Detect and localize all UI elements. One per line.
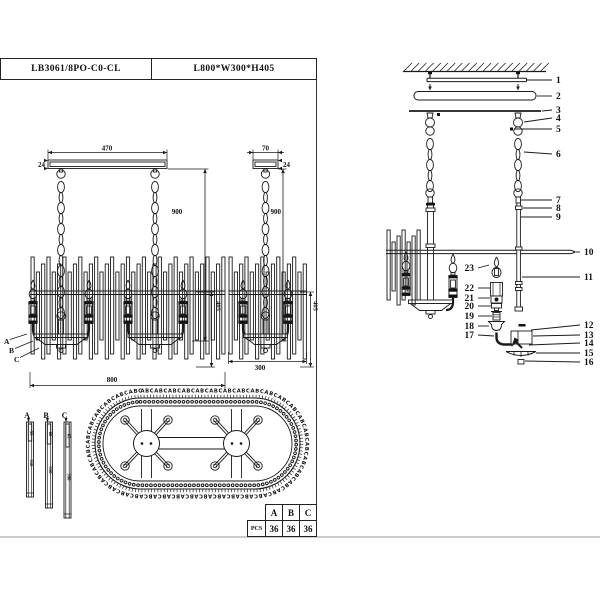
front-rod-label-c: C [14, 355, 19, 364]
part-label-13: 13 [584, 331, 594, 341]
rod-a-top-dim: 55 [29, 431, 34, 436]
model-number-cell: LB3061/8PO-C0-CL [0, 59, 152, 79]
pcs-row-label: PCS [247, 520, 266, 537]
pcs-col-c: C [299, 504, 317, 521]
part-label-7: 7 [556, 196, 561, 206]
part-label-15: 15 [584, 349, 594, 359]
pcs-col-a: A [265, 504, 283, 521]
side-body-height-dim: 405 [312, 301, 319, 312]
rod-detail-views [26, 418, 72, 519]
part-label-4: 4 [556, 114, 561, 124]
side-view [228, 149, 314, 368]
part-label-3: 3 [556, 106, 561, 116]
title-block: LB3061/8PO-C0-CL L800*W300*H405 [0, 58, 317, 80]
part-label-1: 1 [556, 76, 561, 86]
rod-c-length-dim: 390 [67, 474, 72, 482]
side-chain-drop-dim: 900 [271, 208, 282, 216]
top-plan-view [91, 394, 304, 493]
sheet-rules [0, 58, 600, 538]
part-label-21: 21 [465, 294, 475, 304]
front-rod-label-b: B [9, 346, 14, 355]
front-chain-drop-dim: 900 [172, 208, 183, 216]
pcs-col-b: B [282, 504, 300, 521]
side-canopy-width-dim: 70 [262, 145, 270, 153]
part-label-23: 23 [465, 264, 475, 274]
rod-b-top-dim: 60 [48, 432, 53, 437]
part-label-2: 2 [556, 92, 561, 102]
pcs-value-c: 36 [299, 520, 317, 537]
part-label-8: 8 [556, 204, 561, 214]
part-label-18: 18 [465, 322, 475, 332]
part-label-6: 6 [556, 150, 561, 160]
front-total-width-dim: 800 [107, 376, 118, 384]
rod-b-label: B [43, 411, 49, 420]
rod-b-length-dim: 350 [48, 467, 53, 475]
side-canopy-height-dim: 24 [283, 161, 291, 169]
part-label-17: 17 [465, 331, 475, 341]
part-label-16: 16 [584, 358, 594, 368]
front-view [9, 149, 226, 388]
part-label-19: 19 [465, 312, 475, 322]
part-label-22: 22 [465, 284, 475, 294]
part-label-14: 14 [584, 339, 594, 349]
part-label-12: 12 [584, 321, 594, 331]
part-label-5: 5 [556, 125, 561, 135]
rod-a-length-dim: 310 [29, 460, 34, 468]
part-label-10: 10 [584, 248, 594, 258]
size-spec-cell: L800*W300*H405 [152, 59, 317, 79]
front-body-height-dim: 405 [215, 301, 222, 312]
rod-a-label: A [24, 411, 30, 420]
part-label-20: 20 [465, 302, 475, 312]
front-canopy-height-dim: 24 [38, 161, 46, 169]
front-rod-label-a: A [4, 337, 10, 346]
side-total-width-dim: 300 [255, 364, 266, 372]
pcs-value-a: 36 [265, 520, 283, 537]
exploded-assembly-view [386, 62, 576, 365]
rod-c-top-dim: 65 [67, 434, 72, 439]
part-label-11: 11 [584, 273, 593, 283]
pcs-value-b: 36 [282, 520, 300, 537]
pcs-count-table: A B C PCS 36 36 36 [247, 504, 317, 537]
rod-c-label: C [62, 411, 68, 420]
front-canopy-width-dim: 470 [102, 145, 113, 153]
part-label-9: 9 [556, 213, 561, 223]
